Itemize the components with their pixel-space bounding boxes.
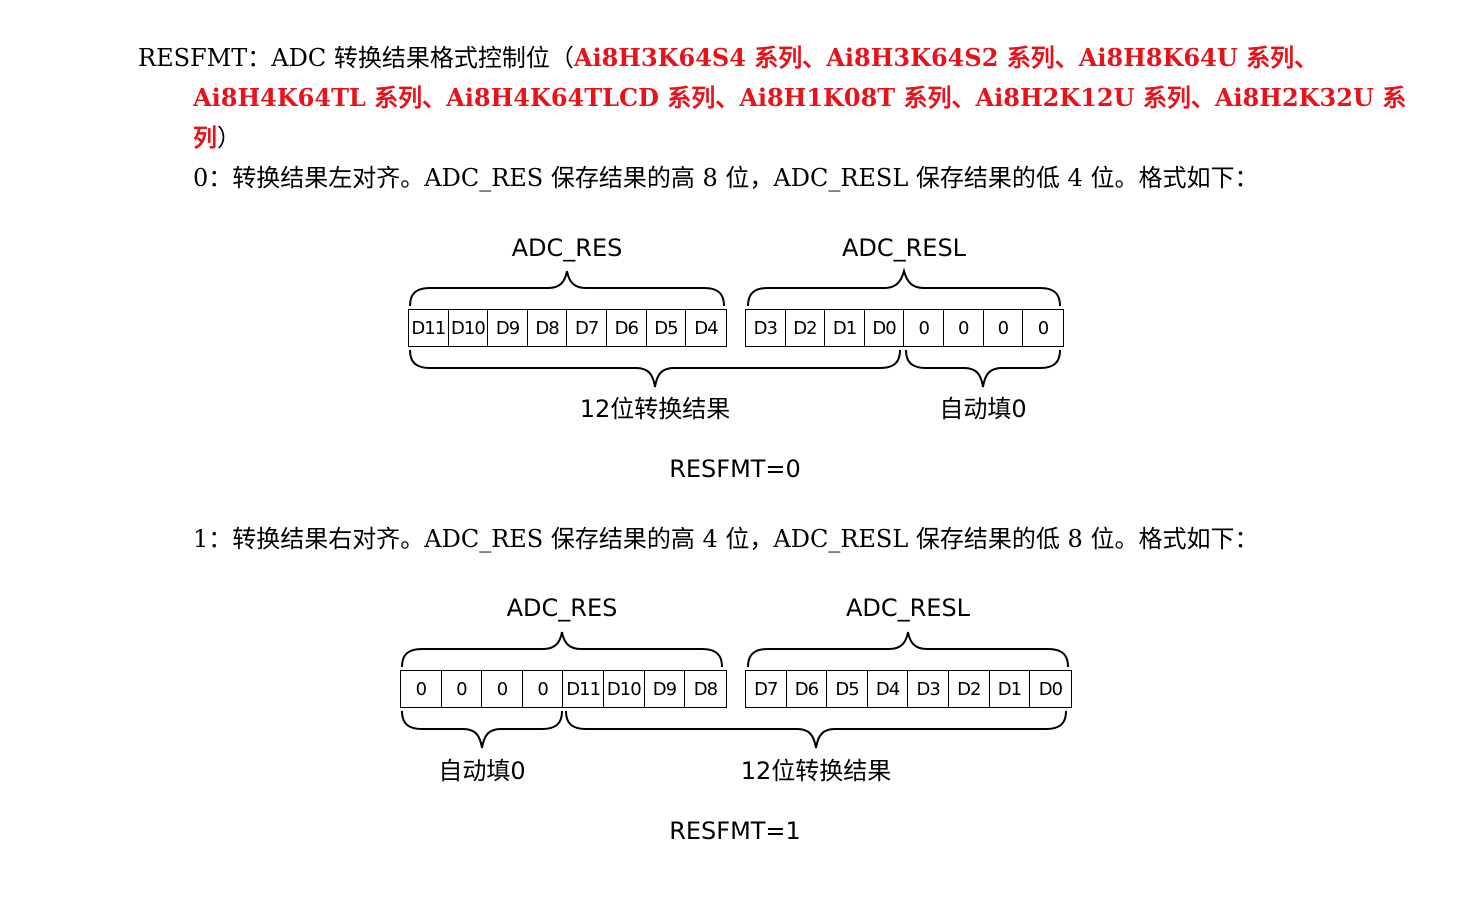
mode0-adc-res-register: D11 D10 D9 D8 D7 D6 D5 D4 [408,309,727,347]
bit-cell: D11 [409,310,449,346]
bit-cell: D8 [528,310,568,346]
mode1-result-bottom-brace [565,710,1067,749]
bit-cell: D5 [827,671,868,707]
mode1-adc-resl-register: D7 D6 D5 D4 D3 D2 D1 D0 [745,670,1072,708]
resfmt-intro-line3: 列） [193,118,241,158]
bit-cell: D6 [607,310,647,346]
mode0-fill-label: 自动填0 [939,395,1027,423]
bit-cell: 0 [984,310,1024,346]
bit-cell: D10 [449,310,489,346]
mode1-resl-top-brace [747,631,1069,668]
mode1-adc-res-register: 0 0 0 0 D11 D10 D9 D8 [400,670,727,708]
bit-cell: 0 [442,671,483,707]
bit-cell: D6 [787,671,828,707]
model-list-line3: 列 [193,123,217,152]
bit-cell: D8 [693,678,718,700]
resfmt-intro-suffix: ） [217,124,241,152]
mode0-resl-top-brace [747,267,1061,307]
mode0-res-top-brace [409,270,725,307]
bit-cell: D4 [694,317,718,339]
mode1-fill-bottom-brace [401,710,563,749]
bit-cell: D7 [567,310,607,346]
mode0-adc-resl-label: ADC_RESL [841,234,967,262]
bit-cell: D1 [990,671,1031,707]
model-list-line1: Ai8H3K64S4 系列、Ai8H3K64S2 系列、Ai8H8K64U 系列… [573,43,1319,72]
resfmt-intro-line1: RESFMT：ADC 转换结果格式控制位（Ai8H3K64S4 系列、Ai8H3… [138,38,1318,78]
bit-cell: D3 [746,310,786,346]
mode0-description: 0：转换结果左对齐。ADC_RES 保存结果的高 8 位，ADC_RESL 保存… [193,164,1259,192]
mode1-res-top-brace [401,631,723,668]
mode1-adc-res-label: ADC_RES [506,594,618,622]
mode1-description: 1：转换结果右对齐。ADC_RES 保存结果的高 4 位，ADC_RESL 保存… [193,525,1259,553]
mode0-result-bottom-brace [409,349,901,388]
bit-cell: 0 [523,671,564,707]
bit-cell: 0 [1037,317,1049,339]
bit-cell: 0 [904,310,944,346]
bit-cell: D5 [647,310,687,346]
bit-cell: D4 [868,671,909,707]
bit-cell: D3 [908,671,949,707]
model-list-line2: Ai8H4K64TL 系列、Ai8H4K64TLCD 系列、Ai8H1K08T … [193,83,1407,112]
bit-cell: D9 [488,310,528,346]
bit-cell: D9 [645,671,686,707]
bit-cell: D7 [746,671,787,707]
mode0-adc-resl-register: D3 D2 D1 D0 0 0 0 0 [745,309,1064,347]
mode1-fill-label: 自动填0 [438,757,526,785]
mode1-caption: RESFMT=1 [669,817,801,845]
bit-cell: D2 [949,671,990,707]
mode0-fill-bottom-brace [905,349,1061,388]
mode1-result-label: 12位转换结果 [740,757,892,785]
bit-cell: D0 [1038,678,1063,700]
mode0-adc-res-label: ADC_RES [511,234,623,262]
mode0-result-label: 12位转换结果 [579,395,731,423]
bit-cell: 0 [482,671,523,707]
bit-cell: 0 [401,671,442,707]
bit-cell: D0 [865,310,905,346]
bit-cell: 0 [944,310,984,346]
resfmt-intro-prefix: RESFMT：ADC 转换结果格式控制位（ [138,44,574,72]
bit-cell: D11 [563,671,604,707]
mode0-caption: RESFMT=0 [669,455,801,483]
bit-cell: D10 [604,671,645,707]
bit-cell: D1 [825,310,865,346]
mode1-adc-resl-label: ADC_RESL [845,594,971,622]
bit-cell: D2 [786,310,826,346]
